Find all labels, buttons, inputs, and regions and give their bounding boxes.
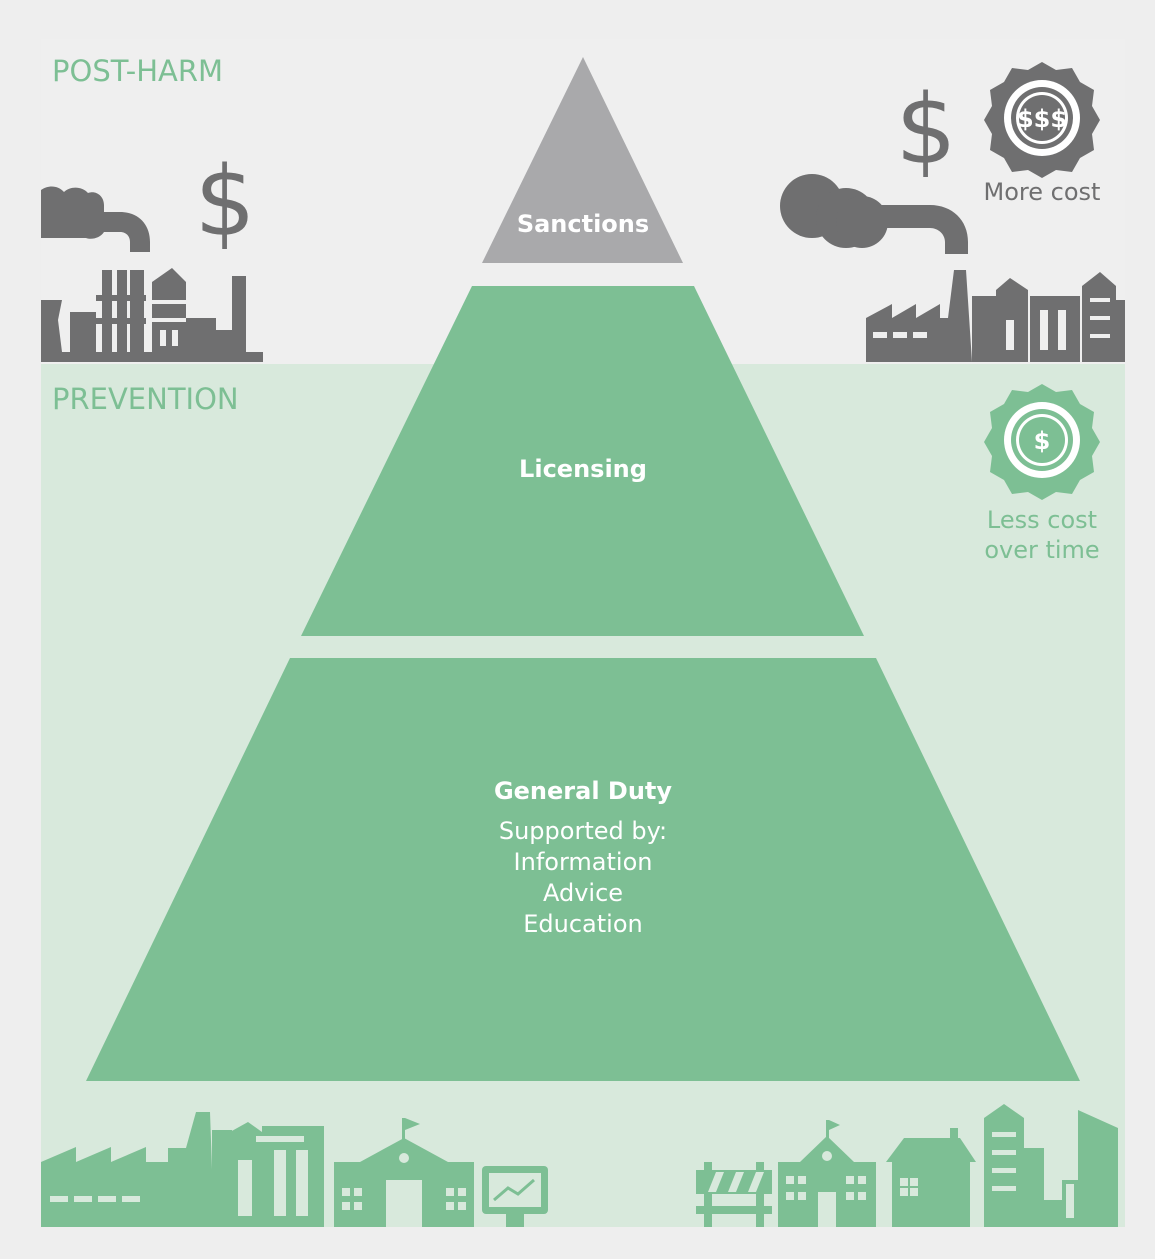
post-harm-label: POST-HARM — [52, 54, 223, 88]
school-building-windows — [786, 1151, 866, 1227]
sanctions-tier — [482, 57, 683, 263]
prevention-label: PREVENTION — [52, 382, 239, 416]
more-cost-badge-text: $$$ — [1017, 105, 1067, 133]
more-cost-badge-icon: $$$ — [984, 62, 1100, 178]
factory-window-lines — [50, 1136, 308, 1216]
silo-window-lines — [992, 1132, 1074, 1218]
general-duty-line: Supported by: — [499, 817, 667, 845]
factory-window-lines — [873, 298, 1110, 350]
sanctions-label: Sanctions — [517, 210, 649, 238]
general-duty-title: General Duty — [494, 777, 672, 805]
house-window — [900, 1178, 918, 1196]
less-cost-badge-icon: $ — [984, 384, 1100, 500]
less-cost-badge-text: $ — [1034, 427, 1051, 455]
barrier-stripes — [708, 1172, 764, 1192]
presentation-board-icon — [482, 1166, 548, 1227]
dollar-icon: $ — [895, 74, 956, 186]
less-cost-label: Less cost — [987, 506, 1097, 534]
svg-text:$: $ — [895, 74, 956, 186]
school-windows — [342, 1153, 466, 1227]
general-duty-line: Advice — [543, 879, 623, 907]
licensing-tier — [301, 286, 864, 636]
factory-window-lines — [152, 300, 186, 346]
smoke-cloud-icon — [41, 186, 150, 252]
licensing-label: Licensing — [519, 455, 647, 483]
general-duty-line: Information — [514, 848, 653, 876]
svg-text:$: $ — [194, 146, 255, 258]
house-icon — [886, 1128, 976, 1227]
less-cost-label: over time — [984, 536, 1099, 564]
more-cost-label: More cost — [984, 178, 1101, 206]
smoke-cloud-icon — [780, 174, 968, 254]
factory-icon — [866, 270, 1125, 362]
general-duty-tier — [86, 658, 1080, 1081]
dollar-icon: $ — [194, 146, 255, 258]
general-duty-line: Education — [523, 910, 642, 938]
